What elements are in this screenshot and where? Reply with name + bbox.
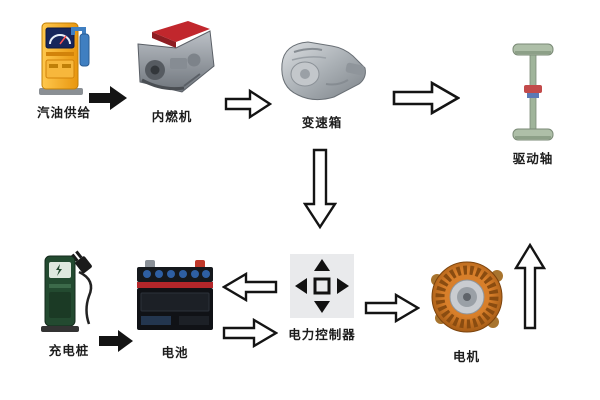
node-driveshaft: 驱动轴 — [498, 42, 568, 167]
node-motor: 电机 — [424, 250, 509, 365]
node-gearbox: 变速箱 — [272, 34, 372, 131]
charging-pile-label: 充电桩 — [48, 344, 90, 358]
fuel-supply-label: 汽油供给 — [36, 106, 91, 120]
arrow-battery-to-controller — [222, 318, 278, 348]
arrow-engine-to-gearbox — [224, 88, 272, 120]
arrow-motor-to-driveshaft — [514, 242, 546, 330]
arrow-controller-to-battery — [222, 272, 278, 302]
driveshaft-label: 驱动轴 — [512, 152, 554, 166]
arrow-gearbox-to-controller — [303, 148, 337, 230]
gearbox-label: 变速箱 — [301, 116, 343, 130]
power-controller-label: 电力控制器 — [288, 328, 356, 342]
power-controller-icon — [290, 254, 354, 318]
arrow-charger-to-battery — [99, 330, 133, 352]
battery-icon — [137, 260, 213, 330]
motor-label: 电机 — [452, 350, 480, 364]
arrow-fuel-to-engine — [89, 86, 127, 110]
electric-motor-icon — [430, 261, 503, 333]
gearbox-icon — [281, 41, 366, 101]
node-charging-pile: 充电桩 — [34, 248, 104, 359]
node-battery: 电池 — [130, 258, 220, 361]
node-fuel-supply: 汽油供给 — [18, 20, 110, 121]
charging-station-icon — [41, 250, 93, 332]
node-engine: 内燃机 — [122, 16, 222, 125]
arrow-gearbox-to-driveshaft — [392, 80, 460, 116]
battery-label: 电池 — [161, 346, 189, 360]
arrow-controller-to-motor — [364, 292, 420, 324]
engine-icon — [137, 21, 215, 93]
fuel-pump-icon — [39, 22, 90, 95]
engine-label: 内燃机 — [151, 110, 193, 124]
drive-axle-icon — [512, 43, 554, 141]
node-power-controller: 电力控制器 — [282, 254, 362, 343]
